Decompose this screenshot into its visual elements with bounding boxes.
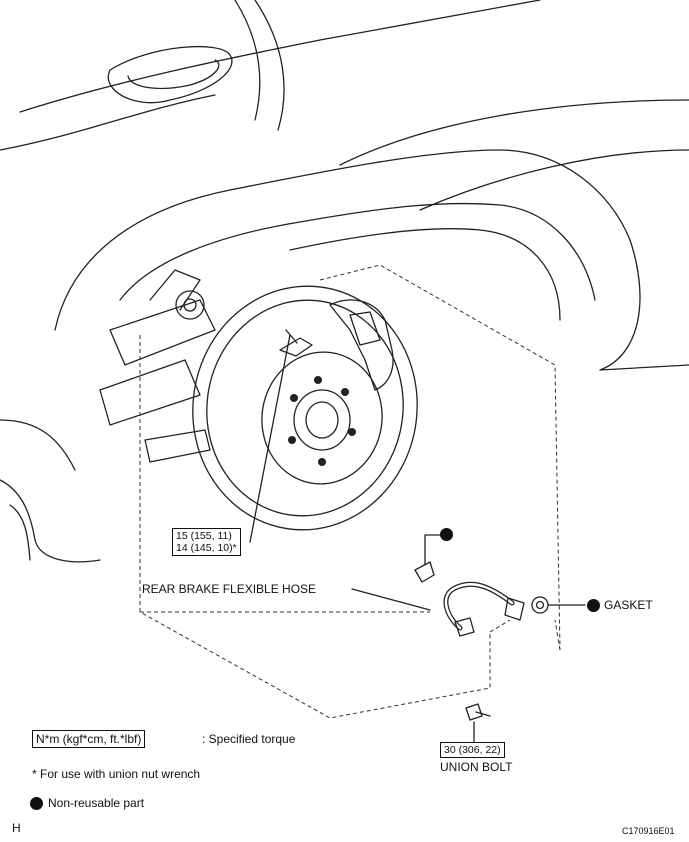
axle-link xyxy=(144,429,211,463)
wheel-arch-inner xyxy=(119,202,596,301)
brake-disc-hat xyxy=(261,351,383,485)
torque-leader-bleeder xyxy=(249,334,291,543)
corner-letter: H xyxy=(12,821,21,835)
shock-absorber xyxy=(149,269,201,311)
brake-disc-inner-rim xyxy=(206,299,404,517)
lug-stud xyxy=(288,436,296,444)
illustration-code: C170916E01 xyxy=(622,826,675,836)
lug-stud xyxy=(348,428,356,436)
legend-torque-description: : Specified torque xyxy=(202,732,296,746)
body-outline-top xyxy=(19,0,541,113)
label-gasket: GASKET xyxy=(604,598,653,612)
rocker-panel xyxy=(0,479,101,563)
brake-caliper xyxy=(329,299,394,391)
hub-inner xyxy=(305,401,339,439)
caliper-detail xyxy=(349,311,381,346)
gasket-hole xyxy=(535,600,545,610)
lug-stud xyxy=(314,376,322,384)
wheel-arch-outer xyxy=(54,149,689,371)
label-rear-brake-flexible-hose: REAR BRAKE FLEXIBLE HOSE xyxy=(142,582,317,596)
hose-fitting-left xyxy=(454,617,475,637)
dashed-box-back xyxy=(319,264,561,651)
torque-box-union-bolt: 30 (306, 22) xyxy=(440,742,505,758)
bleeder-line xyxy=(285,329,298,344)
union-bolt-body xyxy=(465,703,483,721)
suspension-bushing xyxy=(175,290,205,320)
union-bolt-shank xyxy=(475,711,491,717)
suspension-arm-a xyxy=(109,299,216,366)
torque-box-bleeder: 15 (155, 11) 14 (145, 10)* xyxy=(172,528,241,556)
suspension-arm-b xyxy=(99,359,201,426)
legend-asterisk-note: * For use with union nut wrench xyxy=(32,767,201,781)
torque-value-union-bolt: 30 (306, 22) xyxy=(444,744,501,756)
dashed-box-front xyxy=(139,335,491,719)
torque-value-union-nut: 14 (145, 10)* xyxy=(176,542,237,554)
brake-disc-outer xyxy=(192,285,418,531)
label-union-bolt: UNION BOLT xyxy=(440,760,513,774)
non-reusable-clip-icon xyxy=(440,528,453,541)
body-outline-mid xyxy=(0,94,216,151)
non-reusable-gasket-icon xyxy=(587,599,600,612)
legend-non-reusable-icon xyxy=(30,797,43,810)
gasket-ring xyxy=(531,596,549,614)
quarter-panel-line xyxy=(339,99,689,166)
fender-lower xyxy=(0,419,76,471)
lug-stud xyxy=(290,394,298,402)
hose-bracket xyxy=(279,337,313,357)
quarter-panel-lower xyxy=(419,149,689,211)
door-edge-b xyxy=(254,0,285,131)
flexible-hose-core xyxy=(444,583,514,630)
hose-clip-leader xyxy=(424,534,441,566)
door-edge-a xyxy=(234,0,261,121)
lug-stud xyxy=(341,388,349,396)
suspension-bushing-inner xyxy=(183,298,197,312)
hose-label-leader xyxy=(351,588,431,611)
dashed-link-c xyxy=(554,619,561,651)
rocker-panel-b xyxy=(9,504,31,561)
hose-fitting-right xyxy=(504,597,525,621)
door-handle-recess xyxy=(107,46,233,104)
hub-outer xyxy=(293,389,351,451)
legend-non-reusable-text: Non-reusable part xyxy=(48,796,145,810)
door-handle xyxy=(127,59,220,90)
torque-value-primary: 15 (155, 11) xyxy=(176,530,232,542)
dashed-link-b xyxy=(489,619,511,633)
inner-liner xyxy=(289,228,561,321)
legend-torque-unit: N*m (kgf*cm, ft.*lbf) xyxy=(32,730,146,748)
lug-stud xyxy=(318,458,326,466)
